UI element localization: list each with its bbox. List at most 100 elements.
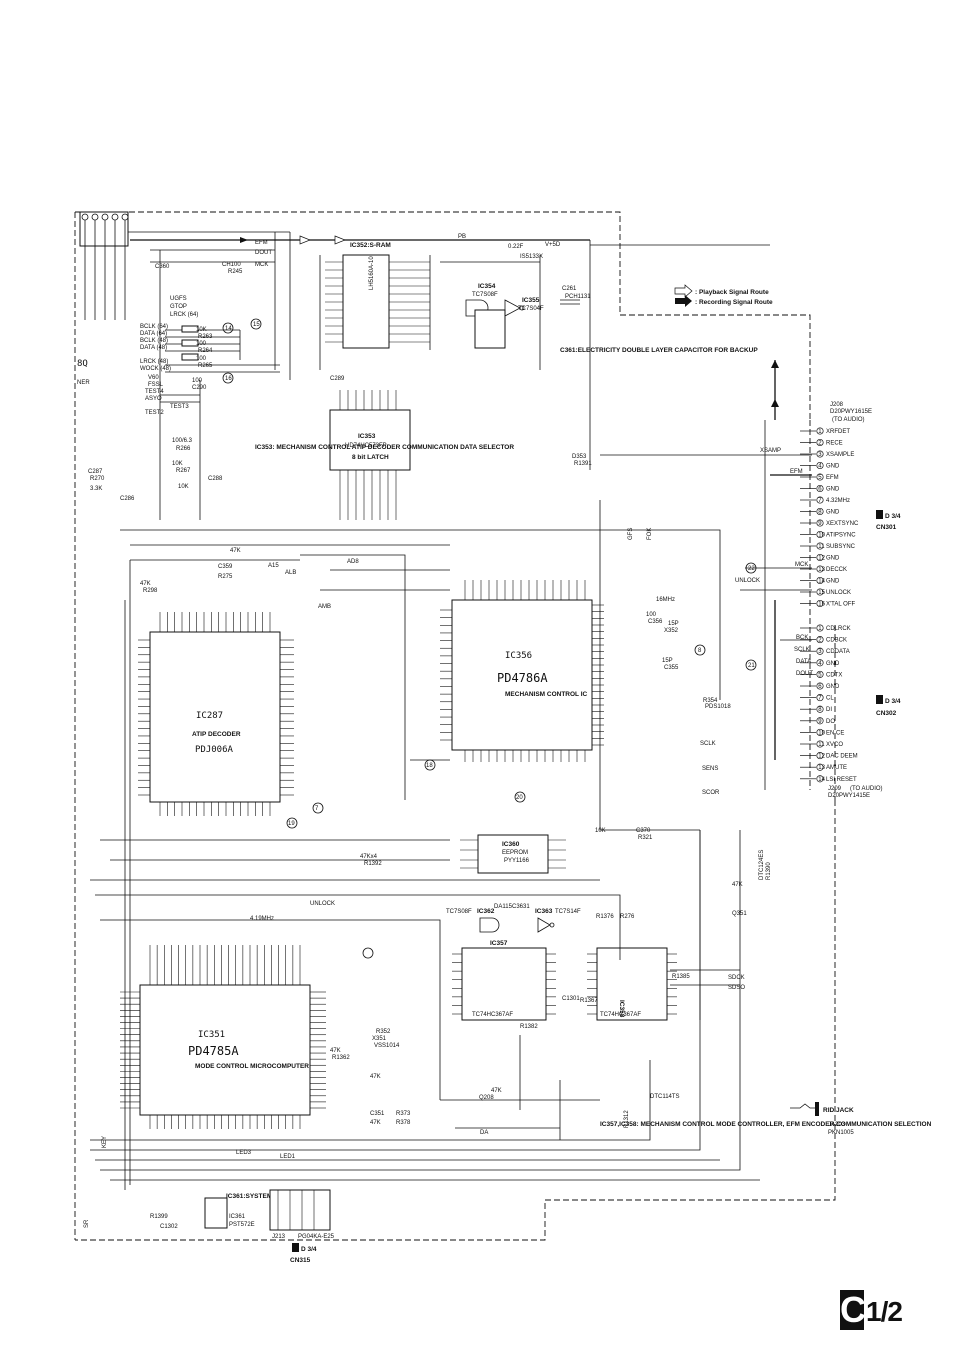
comp-c356: 100 [646, 612, 657, 618]
j209-pin-label: LSI RESET [826, 777, 857, 783]
comp-r354: PDS1018 [705, 704, 731, 710]
j209-pin-label: XVCO [826, 742, 843, 748]
j213-name: J213 [272, 1234, 286, 1240]
comp-r1367: C1301 [562, 996, 580, 1002]
marker-19: 19 [288, 821, 295, 827]
sig-sdso: SDSO [728, 985, 745, 991]
j209-tag: D 3/4 [885, 698, 901, 705]
sig-test4: TEST4 [145, 389, 164, 395]
left-signal-bus: UGFS GTOP LRCK (64) BCLK (64) DATA (64) … [140, 250, 280, 520]
j213-connector: J213 PG04KA-E25 D 3/4 CN315 [269, 1189, 335, 1264]
j208-pin-num: 10 [818, 533, 825, 539]
ic354-ic355-logic: IC354 TC7S08F IC355 TC7S04F 0.22F IS5133… [440, 244, 591, 370]
ic357-selector: IC357 TC74HC367AF [452, 940, 556, 1021]
note-ic357-358: IC357,IC358: MECHANISM CONTROL MODE CONT… [600, 1121, 932, 1128]
cn301-label: CN301 [876, 524, 897, 531]
ic351-mode-control: IC351 PD4785A MODE CONTROL MICROCOMPUTER [120, 945, 326, 1129]
j209-pin-label: DI [826, 707, 832, 713]
ic351-part: PD4785A [188, 1044, 239, 1058]
ic353-part: HD74HC573FP [345, 443, 387, 449]
ic357-part: TC74HC367AF [472, 1012, 513, 1018]
ic287-atip-decoder: IC287 ATIP DECODER PDJ006A 7 19 [138, 612, 324, 829]
left-label-sr: SR [84, 1219, 90, 1228]
marker-18: 18 [426, 763, 433, 769]
j208-pin-num: 12 [818, 556, 825, 562]
j208-pin-label: GND [826, 464, 840, 470]
sig-data64: DATA (64) [140, 331, 167, 337]
comp-r1392: 47Kx4 [360, 854, 378, 860]
sig-sdck: SDCK [728, 975, 745, 981]
ic358-part: TC74HC367AF [600, 1012, 641, 1018]
signal-efm-label: EFM [255, 240, 268, 246]
comp-r397: R1312 [624, 1110, 630, 1128]
j208-pin-label: EFM [826, 475, 839, 481]
comp-pch1131: PCH1131 [565, 294, 591, 300]
sig-bck: BCK [796, 635, 808, 641]
comp-r263: 10K [196, 327, 207, 333]
j209-pin-num: 5 [818, 672, 822, 678]
sig-a15: A15 [268, 563, 279, 569]
j209-pin-num: 10 [818, 730, 825, 736]
marker-15: 15 [253, 322, 260, 328]
comp-c364: DA115 [494, 904, 513, 910]
ic362-part: TC7S08F [446, 909, 472, 915]
j208-pin-label: RECE [826, 441, 843, 447]
comp-r275-val: R275 [218, 574, 233, 580]
comp-r266-val: R266 [176, 446, 191, 452]
j209-pin-label: DO [826, 719, 835, 725]
j208-pin-num: 13 [818, 567, 825, 573]
comp-r1386: R1367 [580, 998, 598, 1004]
comp-c289: C286 [120, 496, 135, 502]
sig-lrck48: LRCK (48) [140, 359, 168, 365]
ic351-name: IC351 [198, 1030, 225, 1040]
ic351-function: MODE CONTROL MICROCOMPUTER [195, 1063, 309, 1070]
sig-fssl: FSSL [148, 382, 164, 388]
ic355-title: IC355 [522, 297, 540, 304]
sig-v60: V60 [148, 375, 159, 381]
ic353-function: 8 bit LATCH [352, 454, 389, 461]
ic360-eeprom: IC360 EEPROM PYY1166 [460, 834, 566, 874]
comp-c3631: R1382 [520, 1024, 538, 1030]
j208-pin-label: GND [826, 510, 840, 516]
sig-ad8: AD8 [347, 559, 359, 565]
left-label-ner: NER [77, 380, 90, 386]
comp-c1301: R1399 [150, 1214, 168, 1220]
comp-q351: 47K [732, 882, 743, 888]
sig-test3: TEST3 [170, 404, 189, 410]
j209-pin-label: CDLRCK [826, 626, 851, 632]
component-labels: D353 R1391 47K C359 R275 47K R298 10K R2… [88, 262, 772, 1230]
ic360-part: PYY1166 [504, 858, 530, 864]
j209-dest: (TO AUDIO) [850, 786, 883, 792]
comp-r1391-val: R1391 [574, 461, 592, 467]
left-label-8q: 8Q [77, 359, 88, 369]
ic356-part: PD4786A [497, 671, 548, 685]
legend-recording: : Recording Signal Route [695, 299, 773, 306]
j208-pin-label: X'TAL OFF [826, 602, 855, 608]
comp-pds1018: X352 [664, 628, 679, 634]
ic363-part: TC7S14F [555, 909, 581, 915]
rid-jack-ref: JA203 [828, 1122, 846, 1128]
comp-d353: IS5133X [520, 254, 543, 260]
comp-x352: 15P [668, 621, 679, 627]
comp-led3: LED1 [280, 1154, 296, 1160]
comp-c286: 3.3K [90, 486, 102, 492]
marker-20: 20 [516, 795, 523, 801]
sig-dout-r: DOUT [796, 671, 813, 677]
j208-pin-label: GND [826, 579, 840, 585]
comp-r354-val: R354 [703, 698, 718, 704]
comp-r1312: DTC114TS [650, 1094, 680, 1100]
ic352-sram: IC352:S-RAM LH5160A-10 [319, 242, 431, 370]
j209-pin-num: 8 [818, 707, 822, 713]
j209-pin-num: 12 [818, 754, 825, 760]
comp-r1392-val: R1392 [364, 861, 382, 867]
marker-22: 22 [748, 566, 755, 572]
ic357-name: IC357 [490, 940, 508, 947]
top-bus: EFM DOUT MCK PB V+5D [128, 231, 770, 470]
ic353-latch: IC353 HD74HC573FP 8 bit LATCH IC353: MEC… [255, 390, 514, 520]
comp-c360: C289 [330, 376, 345, 382]
sig-wock48: WOCK (48) [140, 366, 171, 372]
comp-c355: 15P [662, 658, 673, 664]
signal-pb-label: PB [458, 234, 466, 240]
rid-jack-name: RID JACK [823, 1107, 854, 1114]
